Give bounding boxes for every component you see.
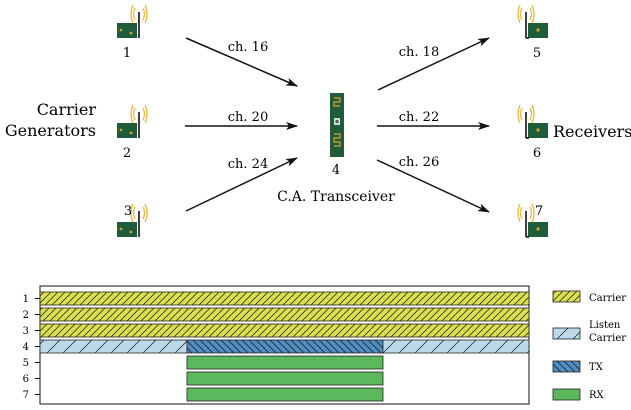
row-label-6: 6 [23,374,29,385]
link-3-4-arrow [185,157,298,212]
timeline-row-labels: 1 2 3 4 5 6 7 [23,294,40,401]
legend-listen-label-line1: Listen [589,320,621,331]
receiver-5-icon [517,4,548,39]
row-1-carrier-bar [39,291,530,306]
row-6-rx-bar [186,371,384,386]
row-4-tx-bar [186,339,384,354]
row-label-5: 5 [23,358,29,369]
channel-label-1-4: ch. 16 [228,40,268,55]
legend-tx-swatch [552,360,581,373]
carrier-generator-1-icon [117,4,148,38]
receiver-7-icon [517,203,548,238]
link-1-4-arrow [185,37,298,87]
row-3-carrier-bar [39,323,530,338]
channel-label-2-4: ch. 20 [228,110,268,125]
carrier-group-label-line2: Generators [5,121,96,140]
row-4-listen-bar-left [39,339,188,354]
receiver-6-icon [517,104,548,139]
channel-label-4-7: ch. 26 [399,155,439,170]
row-label-2: 2 [23,310,29,321]
node-4-label: 4 [332,163,340,178]
row-label-1: 1 [23,294,29,305]
node-5-label: 5 [533,46,541,61]
timeline-legend: Carrier Listen Carrier TX RX [552,290,626,401]
node-3-label: 3 [124,204,132,219]
channel-label-4-5: ch. 18 [399,45,439,60]
row-5-rx-bar [186,355,384,370]
carrier-group-label-line1: Carrier [37,100,97,119]
node-6-label: 6 [533,146,541,161]
row-label-3: 3 [23,326,29,337]
transceiver-4-icon [330,93,344,157]
link-4-5-arrow [377,37,490,91]
channel-label-3-4: ch. 24 [228,157,268,172]
legend-tx-label: TX [589,362,604,373]
legend-carrier-label: Carrier [589,293,626,304]
legend-listen-swatch [552,327,581,340]
node-7-label: 7 [535,204,543,219]
legend-rx-swatch [552,388,581,401]
link-4-7-arrow [376,159,490,213]
transceiver-label: C.A. Transceiver [277,189,395,205]
legend-listen-label-line2: Carrier [589,333,626,344]
row-label-4: 4 [23,342,29,353]
legend-carrier-swatch [552,290,581,303]
node-2-label: 2 [123,146,131,161]
row-7-rx-bar [186,387,384,402]
carrier-generator-3-icon [117,203,148,237]
carrier-generator-2-icon [117,104,148,138]
channel-label-4-6: ch. 22 [399,110,439,125]
node-1-label: 1 [123,46,131,61]
legend-rx-label: RX [589,390,605,401]
row-2-carrier-bar [39,307,530,322]
receivers-group-label: Receivers [553,122,631,141]
row-4-listen-bar-right [382,339,530,354]
row-label-7: 7 [23,390,29,401]
